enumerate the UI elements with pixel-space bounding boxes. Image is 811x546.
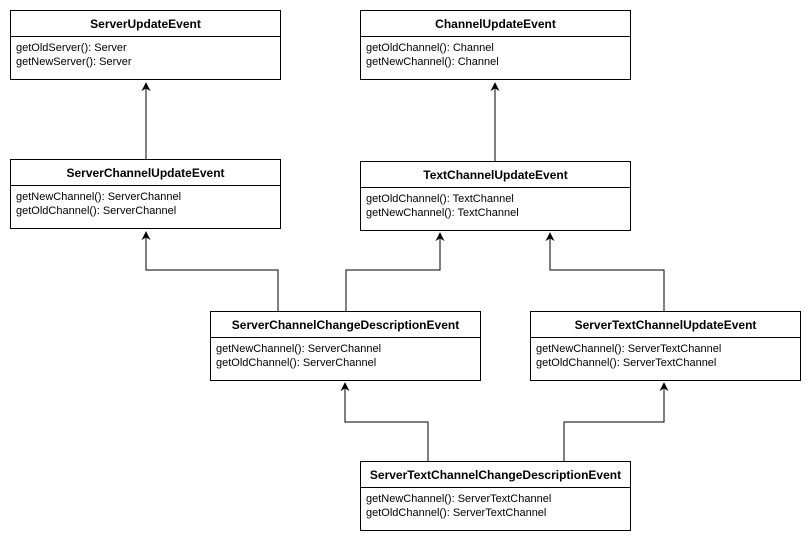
class-name: TextChannelUpdateEvent <box>361 162 630 188</box>
method: getOldServer(): Server <box>16 42 127 54</box>
method-list: getNewChannel(): ServerTextChannel getOl… <box>361 488 630 524</box>
class-channel-update-event[interactable]: ChannelUpdateEvent getOldChannel(): Chan… <box>360 10 631 80</box>
method: getNewChannel(): ServerTextChannel <box>536 343 722 355</box>
method: getNewChannel(): ServerChannel <box>16 191 182 203</box>
class-name: ServerChannelUpdateEvent <box>11 160 280 186</box>
method: getOldChannel(): ServerChannel <box>16 205 177 217</box>
class-name: ServerTextChannelChangeDescriptionEvent <box>361 462 630 488</box>
method: getNewChannel(): ServerChannel <box>216 343 382 355</box>
method: getNewChannel(): Channel <box>366 56 499 68</box>
class-name: ServerChannelChangeDescriptionEvent <box>211 312 480 338</box>
class-name: ChannelUpdateEvent <box>361 11 630 37</box>
method-list: getNewChannel(): ServerTextChannel getOl… <box>531 338 800 374</box>
method: getOldChannel(): ServerTextChannel <box>366 507 547 519</box>
edge-server-text-channel-update-to-text-channel-update <box>545 232 665 311</box>
method-list: getOldServer(): Server getNewServer(): S… <box>11 37 280 73</box>
class-server-channel-update-event[interactable]: ServerChannelUpdateEvent getNewChannel()… <box>10 159 281 229</box>
method: getOldChannel(): ServerTextChannel <box>536 357 717 369</box>
method-list: getOldChannel(): TextChannel getNewChann… <box>361 188 630 224</box>
method: getNewChannel(): TextChannel <box>366 207 519 219</box>
method-list: getNewChannel(): ServerChannel getOldCha… <box>11 186 280 222</box>
class-server-channel-change-description-event[interactable]: ServerChannelChangeDescriptionEvent getN… <box>210 311 481 381</box>
method: getNewServer(): Server <box>16 56 132 68</box>
class-server-text-channel-update-event[interactable]: ServerTextChannelUpdateEvent getNewChann… <box>530 311 801 381</box>
class-server-text-channel-change-description-event[interactable]: ServerTextChannelChangeDescriptionEvent … <box>360 461 631 531</box>
method: getNewChannel(): ServerTextChannel <box>366 493 552 505</box>
edge-server-text-channel-change-description-to-server-channel-change-description <box>340 382 429 461</box>
class-name: ServerTextChannelUpdateEvent <box>531 312 800 338</box>
method: getOldChannel(): ServerChannel <box>216 357 377 369</box>
method-list: getNewChannel(): ServerChannel getOldCha… <box>211 338 480 374</box>
method: getOldChannel(): TextChannel <box>366 193 514 205</box>
method-list: getOldChannel(): Channel getNewChannel()… <box>361 37 630 73</box>
edge-server-channel-change-description-to-text-channel-update <box>345 232 445 311</box>
edge-server-text-channel-change-description-to-server-text-channel-update <box>563 382 669 461</box>
class-name: ServerUpdateEvent <box>11 11 280 37</box>
class-server-update-event[interactable]: ServerUpdateEvent getOldServer(): Server… <box>10 10 281 80</box>
class-text-channel-update-event[interactable]: TextChannelUpdateEvent getOldChannel(): … <box>360 161 631 231</box>
method: getOldChannel(): Channel <box>366 42 494 54</box>
edge-server-channel-change-description-to-server-channel-update <box>141 231 279 311</box>
